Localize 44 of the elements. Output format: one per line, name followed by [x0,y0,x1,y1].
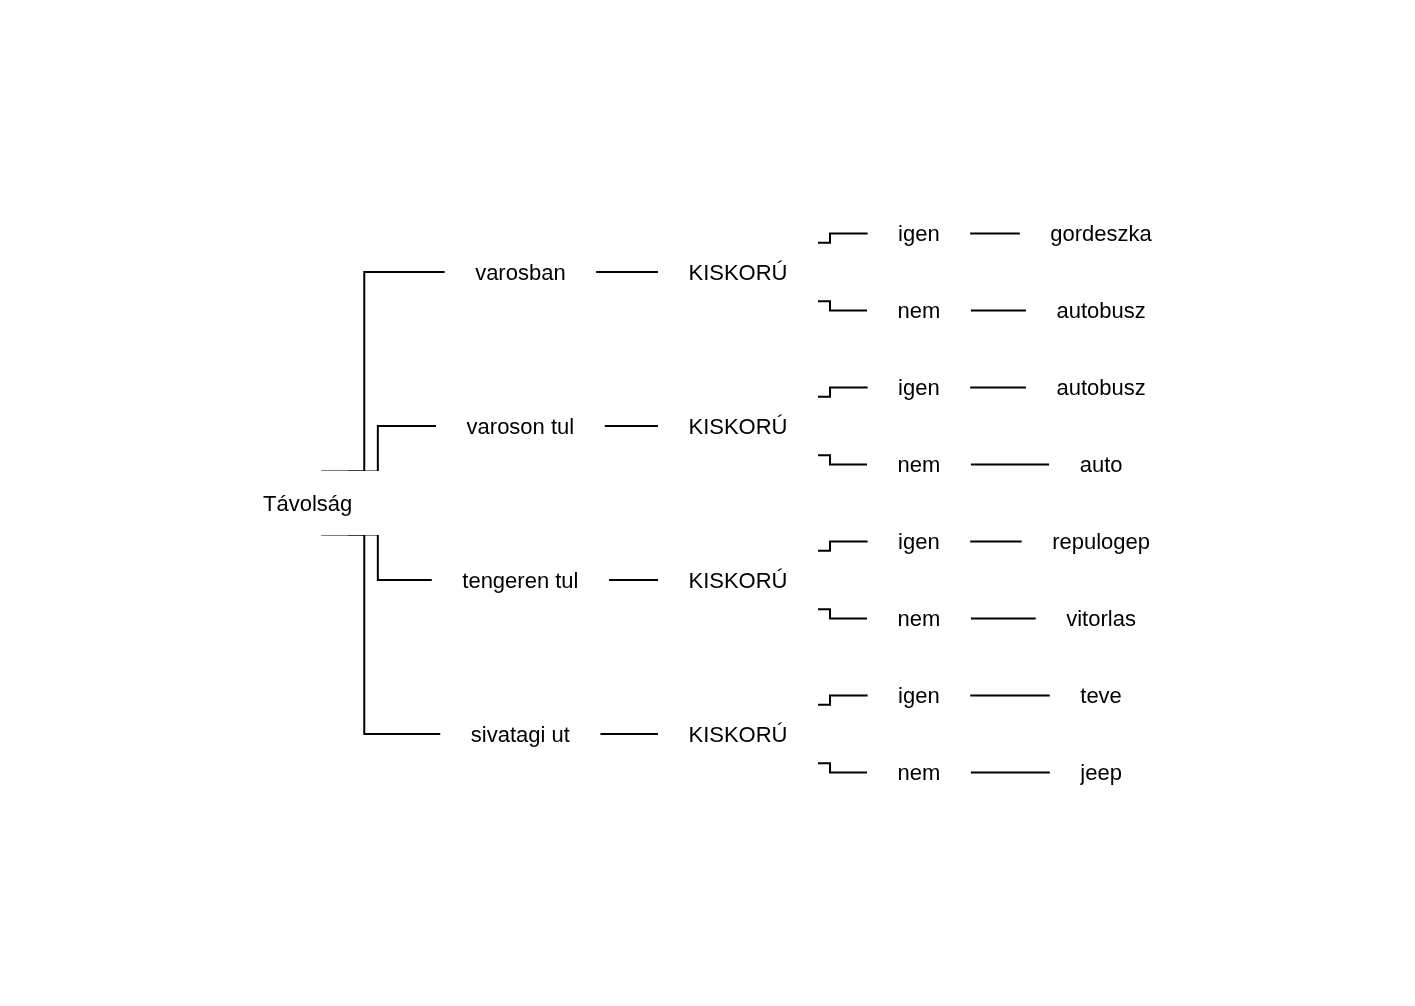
connector [594,271,660,273]
node-text: igen [898,375,940,400]
node-text: gordeszka [1050,221,1152,246]
connector [816,762,869,774]
node-text: varoson tul [466,413,575,439]
connector [603,425,660,427]
node-text: jeep [1080,760,1122,785]
node-text: sivatagi ut [470,721,570,747]
node-text: igen [898,683,940,708]
connector [969,463,1051,466]
connector [969,771,1052,774]
connector [816,454,869,466]
node-text: autobusz [1056,375,1146,400]
connector [607,579,660,581]
connector [816,386,870,398]
node-text: nem [897,606,941,631]
connector [599,733,660,735]
node-text: igen [898,221,940,246]
node-text: varosban [475,259,566,285]
node-text: teve [1080,683,1122,708]
node-text: KISKORÚ [688,567,788,593]
connector [816,540,870,552]
node-text: tengeren tul [462,567,579,593]
connector [816,608,869,620]
node-text: KISKORÚ [688,721,788,747]
connector [968,540,1024,543]
connector [969,309,1028,312]
connector [968,386,1028,389]
node-text: nem [897,760,941,785]
node-text: autobusz [1056,298,1146,323]
node-text: repulogep [1052,529,1151,554]
connector [969,617,1038,620]
node-text: vitorlas [1066,606,1136,631]
connector [968,232,1022,235]
node-text: nem [897,452,941,477]
node-text: auto [1079,452,1123,477]
node-text: KISKORÚ [688,259,788,285]
node-text: KISKORÚ [688,413,788,439]
node-text: nem [897,298,941,323]
connector [816,232,870,244]
connector [968,694,1052,697]
connector [816,694,870,706]
connector [816,300,869,312]
node-text: igen [898,529,940,554]
